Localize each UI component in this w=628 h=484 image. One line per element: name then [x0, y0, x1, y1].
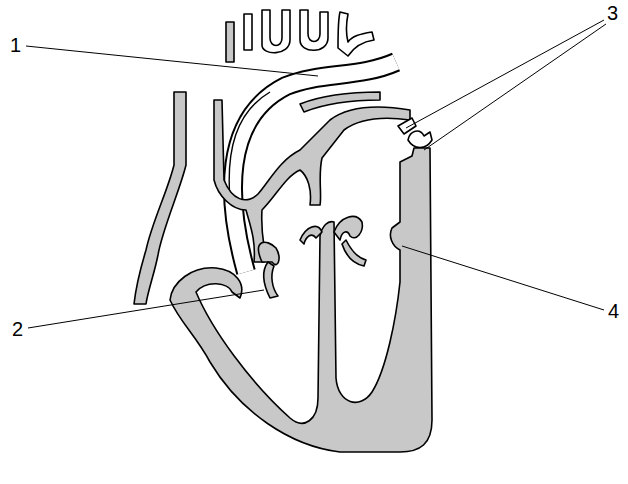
vessel	[338, 12, 374, 56]
pulmonary-branch	[300, 92, 380, 112]
vessel	[244, 14, 252, 50]
vena-cava	[134, 92, 186, 304]
leader-line	[406, 20, 604, 128]
chordae	[264, 262, 278, 298]
valve	[300, 226, 322, 244]
vessel	[262, 10, 290, 53]
vessel	[226, 22, 234, 62]
callout-number: 1	[10, 34, 21, 56]
valve	[259, 242, 279, 264]
leader-line	[26, 46, 318, 76]
callout-number: 3	[607, 2, 618, 24]
chordae	[342, 240, 366, 266]
pulmonary-vein	[408, 131, 432, 147]
callout-number: 4	[608, 300, 619, 322]
vessel	[300, 10, 328, 50]
leader-line	[402, 246, 604, 310]
pulmonary-artery	[214, 100, 410, 262]
ventricles	[170, 148, 432, 452]
callout-number: 2	[12, 318, 23, 340]
leader-line	[28, 290, 264, 328]
leader-line	[424, 24, 606, 150]
valve	[334, 217, 362, 240]
